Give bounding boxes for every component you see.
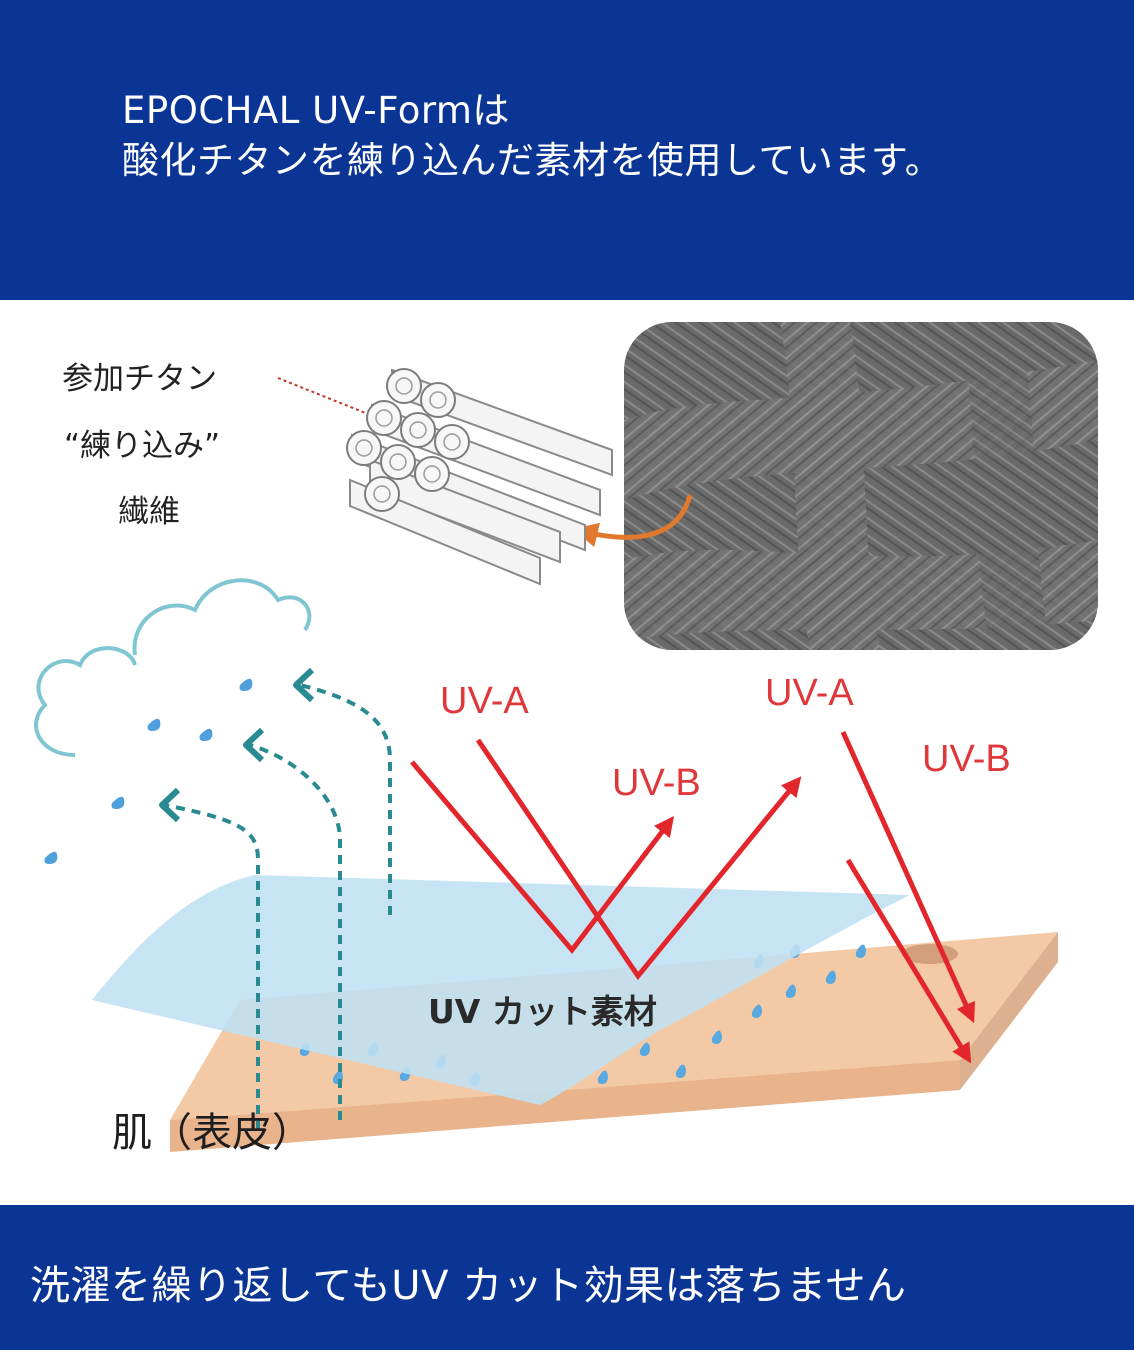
uv-cut-diagram: [34, 322, 1098, 1152]
fabric-micrograph: [624, 322, 1098, 650]
vapor-arrowhead-icon: [159, 667, 315, 823]
pass-uva-label: UV-A: [765, 672, 854, 714]
cloud-icon: [34, 578, 312, 757]
reflect-uva-label: UV-A: [440, 680, 529, 722]
fiber-label-line2: “練り込み”: [64, 428, 221, 464]
fiber-arrow-icon: [572, 494, 693, 548]
uv-cut-film: [92, 875, 910, 1105]
footer-band: 洗濯を繰り返してもUV カット効果は落ちません: [0, 1205, 1134, 1350]
fiber-label-line3: 繊維: [118, 494, 180, 530]
header-band: EPOCHAL UV-Formは 酸化チタンを練り込んだ素材を使用しています。: [0, 0, 1134, 300]
fiber-label-line1: 参加チタン: [62, 361, 217, 397]
header-title-line2: 酸化チタンを練り込んだ素材を使用しています。: [122, 139, 943, 182]
diagram-area: 参加チタン “練り込み” 繊維 UV-A UV-B UV-A UV-B UV カ…: [0, 300, 1134, 1205]
pass-uvb-label: UV-B: [922, 738, 1011, 780]
vapor-arrows: [164, 683, 392, 1130]
header-title-line1: EPOCHAL UV-Formは: [122, 89, 510, 132]
fiber-bundle-icon: [277, 368, 613, 586]
water-droplet-icon: [44, 678, 253, 864]
reflect-uvb-label: UV-B: [612, 762, 701, 804]
uv-rays: [410, 730, 976, 1064]
skin-label: 肌（表皮）: [112, 1110, 312, 1156]
uv-cut-material-label: UV カット素材: [428, 992, 657, 1031]
footer-message: 洗濯を繰り返してもUV カット効果は落ちません: [30, 1263, 907, 1309]
